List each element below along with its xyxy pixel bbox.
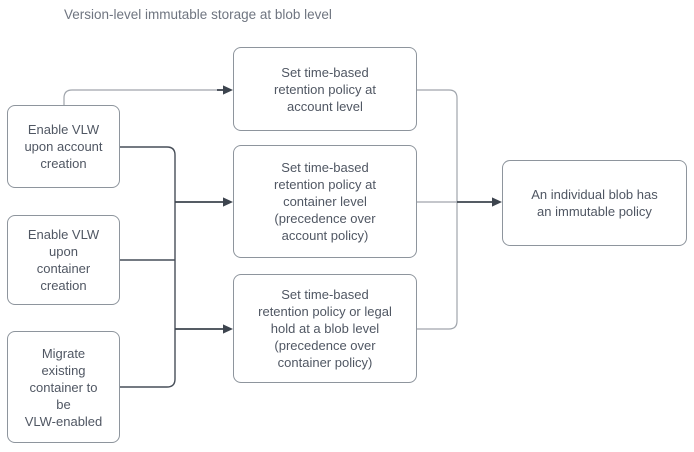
edge-account-to-account-policy xyxy=(63,89,221,105)
node-migrate-existing-container: Migrate existing container to be VLW-ena… xyxy=(7,331,120,443)
node-enable-vlw-container-creation: Enable VLW upon container creation xyxy=(7,215,120,305)
arrowhead-into-account-policy xyxy=(223,85,233,95)
diagram-title: Version-level immutable storage at blob … xyxy=(64,7,332,22)
node-retention-policy-container-level: Set time-based retention policy at conta… xyxy=(233,145,417,258)
node-retention-policy-blob-level: Set time-based retention policy or legal… xyxy=(233,274,417,383)
arrowhead-into-individual-blob xyxy=(492,197,502,207)
edge-right-trunk xyxy=(417,89,458,330)
node-individual-blob-immutable-policy: An individual blob has an immutable poli… xyxy=(502,160,687,246)
edge-left-trunk xyxy=(120,146,176,388)
node-retention-policy-account-level: Set time-based retention policy at accou… xyxy=(233,47,417,131)
arrowhead-into-blob-policy xyxy=(223,324,233,334)
node-enable-vlw-account-creation: Enable VLW upon account creation xyxy=(7,105,120,188)
arrowhead-into-container-policy xyxy=(223,197,233,207)
